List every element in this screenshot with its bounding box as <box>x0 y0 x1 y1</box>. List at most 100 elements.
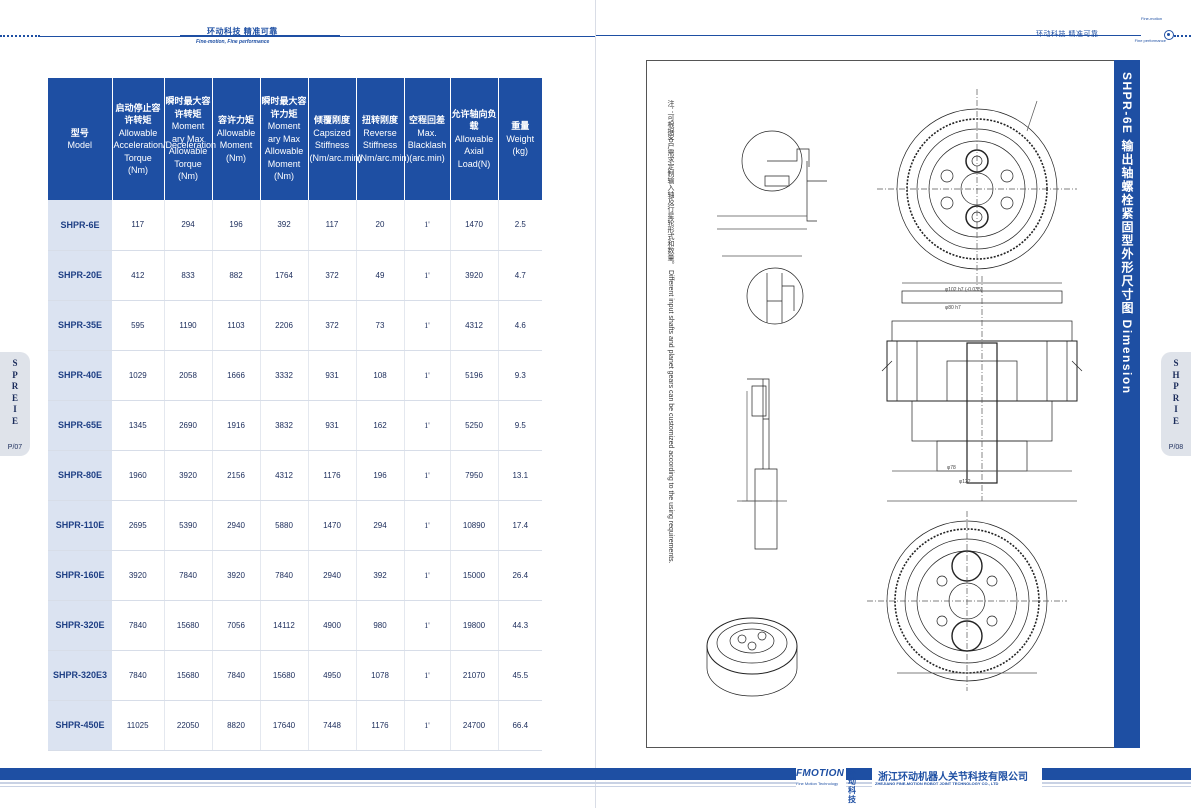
value-cell: 882 <box>212 250 261 301</box>
column-header: 型号 Model <box>48 78 113 200</box>
bolt-hole <box>1000 169 1014 183</box>
value-cell: 833 <box>164 250 213 301</box>
header-slogan-en: Fine-motion, Fine performance <box>196 39 270 45</box>
page-number: P/07 <box>7 444 23 451</box>
value-cell: 4.6 <box>498 300 542 351</box>
model-cell: SHPR-6E <box>48 200 112 251</box>
value-cell: 7840 <box>112 600 165 651</box>
header-slogan-cn: 环动科技 精准可靠 <box>1036 31 1099 38</box>
value-cell: 372 <box>308 250 357 301</box>
dimension-drawing: φ102 h7 (-0.035) φ80 h7 φ78 φ122 <box>646 60 1140 748</box>
dim-label: φ80 h7 <box>945 305 961 311</box>
model-cell: SHPR-65E <box>48 400 112 451</box>
value-cell: 22050 <box>164 700 213 751</box>
value-cell: 1960 <box>112 450 165 501</box>
value-cell: 9.3 <box>498 350 542 401</box>
value-cell: 108 <box>356 350 405 401</box>
model-cell: SHPR-80E <box>48 450 112 501</box>
value-cell: 7448 <box>308 700 357 751</box>
value-cell: 24700 <box>450 700 499 751</box>
footer-strip <box>0 786 1191 787</box>
value-cell: 1666 <box>212 350 261 401</box>
header-tab <box>180 14 340 37</box>
value-cell: 7840 <box>112 650 165 701</box>
dim-label: φ122 <box>959 479 971 485</box>
value-cell: 4900 <box>308 600 357 651</box>
header-line <box>596 35 1141 36</box>
drawing-title: SHPR-6E 输出轴螺栓紧固型外形尺寸图 Dimension <box>1120 72 1134 395</box>
company-box <box>872 766 1042 792</box>
value-cell: 11025 <box>112 700 165 751</box>
value-cell: 4312 <box>260 450 309 501</box>
column-header-cn: 空程回差 <box>408 115 445 125</box>
value-cell: 1' <box>404 200 451 251</box>
header-left: 环动科技 精准可靠 Fine-motion, Fine performance <box>0 0 595 60</box>
dim-label: φ78 <box>947 465 956 471</box>
page-divider <box>595 0 596 808</box>
column-header-cn: 容许力矩 <box>217 115 254 125</box>
value-cell: 196 <box>356 450 405 501</box>
header-dots <box>0 35 40 37</box>
value-cell: 4950 <box>308 650 357 701</box>
column-header-en: Moment ary Max Allowable Moment (Nm) <box>264 121 304 182</box>
value-cell: 3920 <box>112 550 165 601</box>
value-cell: 3920 <box>164 450 213 501</box>
value-cell: 1' <box>404 550 451 601</box>
value-cell: 392 <box>260 200 309 251</box>
side-tab-left: S P R E I E P/07 <box>0 352 30 456</box>
value-cell: 17.4 <box>498 500 542 551</box>
column-header-cn: 型号 <box>70 127 89 138</box>
value-cell: 2940 <box>308 550 357 601</box>
logo-cn: 环动科技 <box>848 768 856 804</box>
value-cell: 117 <box>308 200 357 251</box>
value-cell: 3920 <box>450 250 499 301</box>
value-cell: 26.4 <box>498 550 542 601</box>
side-tab-right: S H P R I E P/08 <box>1161 352 1191 456</box>
value-cell: 5196 <box>450 350 499 401</box>
column-header-cn: 瞬时最大容许转矩 <box>165 96 211 119</box>
value-cell: 1078 <box>356 650 405 701</box>
value-cell: 7056 <box>212 600 261 651</box>
value-cell: 1' <box>404 300 451 351</box>
model-cell: SHPR-320E <box>48 600 112 651</box>
value-cell: 66.4 <box>498 700 542 751</box>
value-cell: 2206 <box>260 300 309 351</box>
value-cell: 1' <box>404 600 451 651</box>
value-cell: 15000 <box>450 550 499 601</box>
value-cell: 17640 <box>260 700 309 751</box>
value-cell: 15680 <box>164 650 213 701</box>
planet-gear <box>965 205 989 229</box>
value-cell: 7950 <box>450 450 499 501</box>
header-right: 环动科技 精准可靠 Fine-motion Fine performance <box>596 0 1191 60</box>
value-cell: 45.5 <box>498 650 542 701</box>
value-cell: 20 <box>356 200 405 251</box>
value-cell: 372 <box>308 300 357 351</box>
column-header-en: Max. Blacklash (arc.min) <box>407 127 447 163</box>
page-number: P/08 <box>1168 444 1184 451</box>
drawing-note: 注：可根据客户需求定制输入轴及行星轮形式和数量。 Different input… <box>667 100 674 564</box>
drawing-title-bar <box>1114 60 1140 748</box>
value-cell: 2695 <box>112 500 165 551</box>
value-cell: 117 <box>112 200 165 251</box>
value-cell: 392 <box>356 550 405 601</box>
value-cell: 2058 <box>164 350 213 401</box>
footer-strip <box>0 782 1191 784</box>
company-name-cn: 浙江环动机器人关节科技有限公司 <box>878 772 1028 783</box>
column-header-en: Model <box>67 140 92 150</box>
value-cell: 1' <box>404 250 451 301</box>
header-tiny-top: Fine-motion <box>1141 16 1163 21</box>
logo-text: FMOTION <box>796 768 845 779</box>
